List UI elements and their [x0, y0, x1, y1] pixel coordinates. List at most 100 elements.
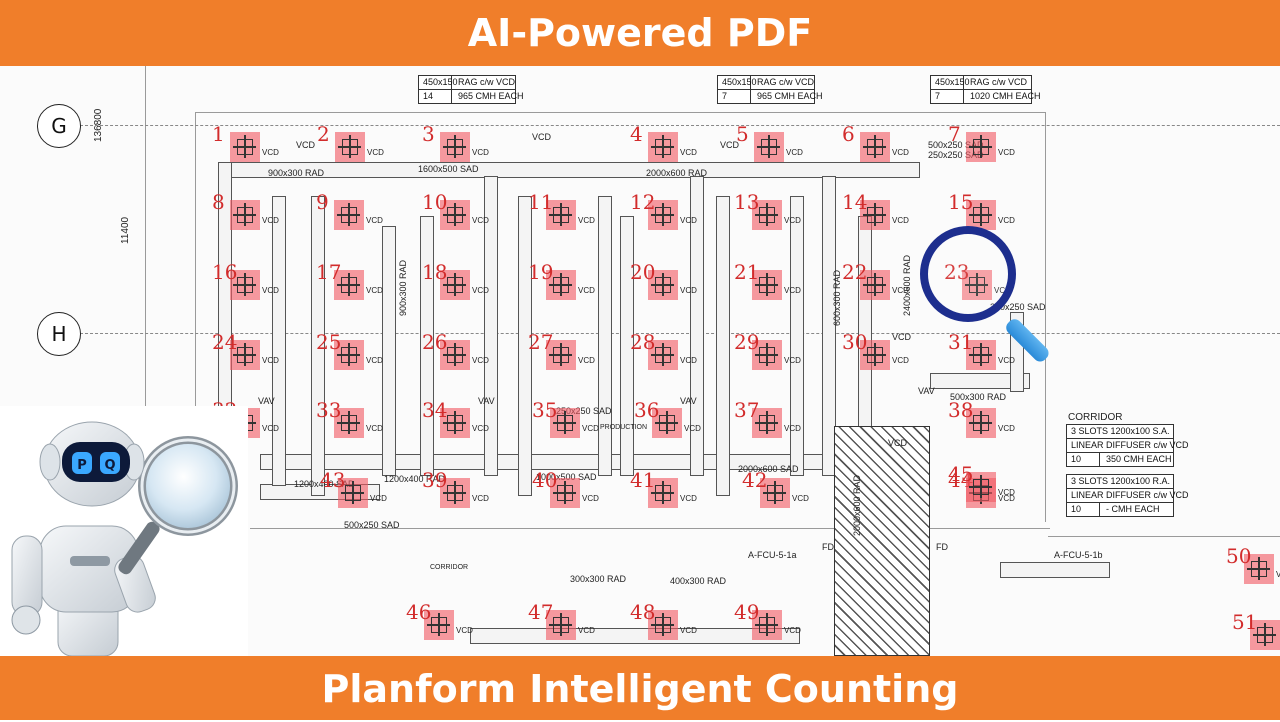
- diffuser-marker[interactable]: VCD: [440, 340, 489, 370]
- diffuser-marker[interactable]: VCD: [335, 132, 384, 162]
- marker-number: 16: [212, 260, 238, 284]
- air-diffuser-icon: [655, 411, 678, 434]
- diffuser-marker[interactable]: VCD: [334, 408, 383, 438]
- diffuser-marker[interactable]: VCD: [334, 270, 383, 300]
- vcd-tag: VCD: [680, 286, 697, 295]
- grid-line-h: [80, 333, 1280, 334]
- diffuser-marker[interactable]: VCD: [966, 340, 1015, 370]
- diffuser-marker[interactable]: VCD: [230, 270, 279, 300]
- vcd-tag: VCD: [892, 286, 909, 295]
- marker-number: 51: [1232, 610, 1258, 634]
- air-diffuser-icon: [1253, 623, 1276, 646]
- diffuser-marker[interactable]: VCD: [648, 270, 697, 300]
- diffuser-marker[interactable]: VCD: [760, 478, 809, 508]
- air-diffuser-icon: [549, 343, 572, 366]
- duct-label: 2000x600 RAD: [646, 168, 708, 178]
- diffuser-marker[interactable]: VCD: [440, 270, 489, 300]
- marker-number: 39: [422, 468, 448, 492]
- diffuser-marker[interactable]: VCD: [550, 478, 599, 508]
- diffuser-marker[interactable]: VCD: [440, 408, 489, 438]
- diffuser-marker[interactable]: VCD: [338, 478, 387, 508]
- vcd-tag: VCD: [998, 216, 1015, 225]
- marker-number: 24: [212, 330, 238, 354]
- air-diffuser-icon: [969, 411, 992, 434]
- branch-duct: [382, 226, 396, 476]
- diffuser-marker[interactable]: VCD: [550, 408, 599, 438]
- diffuser-marker[interactable]: VCD: [440, 200, 489, 230]
- diffuser-marker[interactable]: VCD: [546, 610, 595, 640]
- duct-label: 900x300 RAD: [268, 168, 325, 178]
- diffuser-marker[interactable]: VCD: [546, 200, 595, 230]
- marker-number: 12: [630, 190, 656, 214]
- footer-banner: Planform Intelligent Counting: [0, 656, 1280, 720]
- vcd-tag: VCD: [784, 216, 801, 225]
- diffuser-marker[interactable]: VCD: [440, 132, 489, 162]
- diffuser-marker[interactable]: VCD: [652, 408, 701, 438]
- vcd-tag: VCD: [456, 626, 473, 635]
- diffuser-marker[interactable]: VCD: [230, 200, 279, 230]
- air-diffuser-icon: [337, 203, 360, 226]
- diffuser-marker[interactable]: VCD: [966, 132, 1015, 162]
- diffuser-marker[interactable]: VCD: [752, 408, 801, 438]
- diffuser-marker[interactable]: VCD: [334, 200, 383, 230]
- diffuser-marker[interactable]: VCD: [230, 132, 279, 162]
- air-diffuser-icon: [969, 475, 992, 498]
- air-diffuser-icon: [651, 273, 674, 296]
- diffuser-marker[interactable]: VCD: [424, 610, 473, 640]
- diffuser-marker[interactable]: VCD: [546, 270, 595, 300]
- air-diffuser-icon: [443, 135, 466, 158]
- air-diffuser-icon: [763, 481, 786, 504]
- diffuser-marker[interactable]: VCD: [966, 200, 1015, 230]
- diffuser-marker[interactable]: VCD: [648, 610, 697, 640]
- marker-number: 2: [317, 122, 330, 146]
- diffuser-marker[interactable]: VCD: [754, 132, 803, 162]
- diffuser-marker[interactable]: VCD: [546, 340, 595, 370]
- diffuser-marker[interactable]: VCD: [1244, 554, 1280, 584]
- branch-duct: [620, 216, 634, 476]
- diffuser-marker[interactable]: VCD: [334, 340, 383, 370]
- diffuser-marker[interactable]: VCD: [1250, 620, 1280, 650]
- vcd-tag: VCD: [366, 424, 383, 433]
- vcd-tag: VCD: [578, 216, 595, 225]
- diffuser-marker[interactable]: VCD: [752, 270, 801, 300]
- diffuser-marker[interactable]: VCD: [752, 200, 801, 230]
- diffuser-marker[interactable]: VCD: [860, 200, 909, 230]
- vcd-tag: VCD: [472, 286, 489, 295]
- diffuser-marker[interactable]: VCD: [860, 340, 909, 370]
- diffuser-marker[interactable]: VCD: [966, 472, 1015, 502]
- diffuser-marker[interactable]: VCD: [648, 478, 697, 508]
- vcd-tag: VCD: [367, 148, 384, 157]
- diffuser-marker[interactable]: VCD: [752, 340, 801, 370]
- branch-duct: [716, 196, 730, 496]
- vcd-tag: VCD: [998, 494, 1015, 503]
- diffuser-marker[interactable]: VCD: [860, 132, 909, 162]
- diffuser-marker[interactable]: VCD: [860, 270, 909, 300]
- diffuser-marker[interactable]: VCD: [440, 478, 489, 508]
- vcd-tag: VCD: [472, 356, 489, 365]
- duct-label: 500x250 SAD: [344, 520, 400, 530]
- equipment-label: A-FCU-5-1a: [748, 550, 797, 560]
- vcd-tag: VCD: [680, 356, 697, 365]
- diffuser-marker[interactable]: VCD: [648, 340, 697, 370]
- air-diffuser-icon: [863, 343, 886, 366]
- diffuser-marker[interactable]: VCD: [230, 340, 279, 370]
- marker-number: 45: [948, 462, 974, 486]
- svg-text:Q: Q: [104, 458, 115, 473]
- air-diffuser-icon: [651, 343, 674, 366]
- vcd-tag: VCD: [366, 286, 383, 295]
- air-diffuser-icon: [969, 343, 992, 366]
- diffuser-marker[interactable]: VCD: [648, 200, 697, 230]
- diffuser-marker[interactable]: VCD: [752, 610, 801, 640]
- marker-number: 33: [316, 398, 342, 422]
- air-diffuser-icon: [337, 411, 360, 434]
- vcd-tag: VCD: [888, 438, 908, 448]
- diffuser-marker[interactable]: VCD: [648, 132, 697, 162]
- air-diffuser-icon: [549, 203, 572, 226]
- air-diffuser-icon: [969, 135, 992, 158]
- marker-number: 27: [528, 330, 554, 354]
- diffuser-marker[interactable]: VCD: [966, 408, 1015, 438]
- air-diffuser-icon: [427, 613, 450, 636]
- vcd-tag: VCD: [582, 494, 599, 503]
